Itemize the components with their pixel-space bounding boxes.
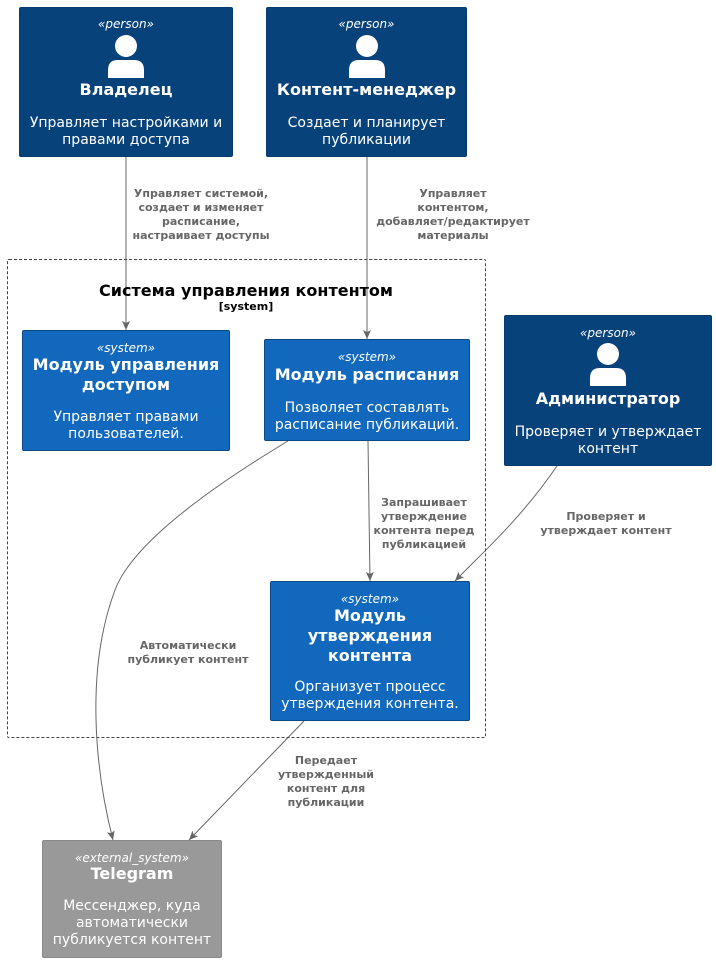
- external-system-telegram[interactable]: «external_system» Telegram Мессенджер, к…: [42, 840, 222, 958]
- person-owner[interactable]: «person» Владелец Управляет настройками …: [19, 7, 233, 157]
- system-name: Модуль расписания: [274, 365, 460, 384]
- edge-approval-to-telegram: [188, 720, 305, 841]
- relation-label-approval-telegram: Передает утвержденный контент для публик…: [278, 754, 374, 809]
- person-icon: [590, 343, 626, 386]
- system-stereotype: «system»: [96, 341, 156, 355]
- system-stereotype: «system»: [337, 350, 397, 364]
- boundary-title: Система управления контентом: [99, 281, 393, 300]
- external-name: Telegram: [90, 864, 174, 883]
- relation-label-owner-access: Управляет системой, создает и изменяет р…: [132, 187, 270, 242]
- system-description: Управляет правами пользователей.: [53, 409, 199, 442]
- person-description: Управляет настройками и правами доступа: [29, 115, 223, 148]
- relation-label-schedule-telegram: Автоматически публикует контент: [127, 639, 249, 666]
- system-description: Позволяет составлять расписание публикац…: [274, 400, 460, 433]
- boundary-tag: [system]: [218, 300, 274, 313]
- external-stereotype: «external_system»: [75, 851, 189, 865]
- person-description: Проверяет и утверждает контент: [514, 424, 702, 457]
- edge-schedule-to-telegram: [95, 440, 289, 841]
- person-name: Контент-менеджер: [276, 80, 457, 99]
- person-admin[interactable]: «person» Администратор Проверяет и утвер…: [504, 315, 712, 466]
- system-description: Организует процесс утверждения контента.: [281, 679, 459, 712]
- person-stereotype: «person»: [98, 17, 154, 31]
- edge-schedule-to-approval: [365, 440, 374, 582]
- relation-label-cm-schedule: Управляет контентом, добавляет/редактиру…: [376, 187, 530, 242]
- system-boundary: [7, 259, 486, 738]
- person-name: Администратор: [535, 389, 681, 408]
- person-stereotype: «person»: [580, 326, 636, 340]
- relation-label-admin-approval: Проверяет и утверждает контент: [540, 510, 672, 537]
- system-stereotype: «system»: [340, 592, 400, 606]
- person-icon: [108, 35, 144, 78]
- external-description: Мессенджер, куда автоматически публикует…: [52, 898, 212, 948]
- person-name: Владелец: [79, 80, 173, 99]
- person-icon: [348, 35, 385, 78]
- person-description: Создает и планирует публикации: [287, 115, 446, 148]
- relation-label-schedule-approval: Запрашивает утверждение контента перед п…: [373, 496, 475, 551]
- person-content-manager[interactable]: «person» Контент-менеджер Создает и план…: [266, 7, 467, 157]
- system-name: Модуль управления доступом: [32, 355, 220, 394]
- person-stereotype: «person»: [338, 17, 395, 31]
- edge-admin-to-approval: [454, 465, 558, 582]
- system-access-module[interactable]: «system» Модуль управления доступом Упра…: [22, 330, 230, 451]
- system-schedule-module[interactable]: «system» Модуль расписания Позволяет сос…: [264, 339, 470, 441]
- system-name: Модуль утверждения контента: [307, 606, 433, 665]
- system-approval-module[interactable]: «system» Модуль утверждения контента Орг…: [270, 581, 470, 721]
